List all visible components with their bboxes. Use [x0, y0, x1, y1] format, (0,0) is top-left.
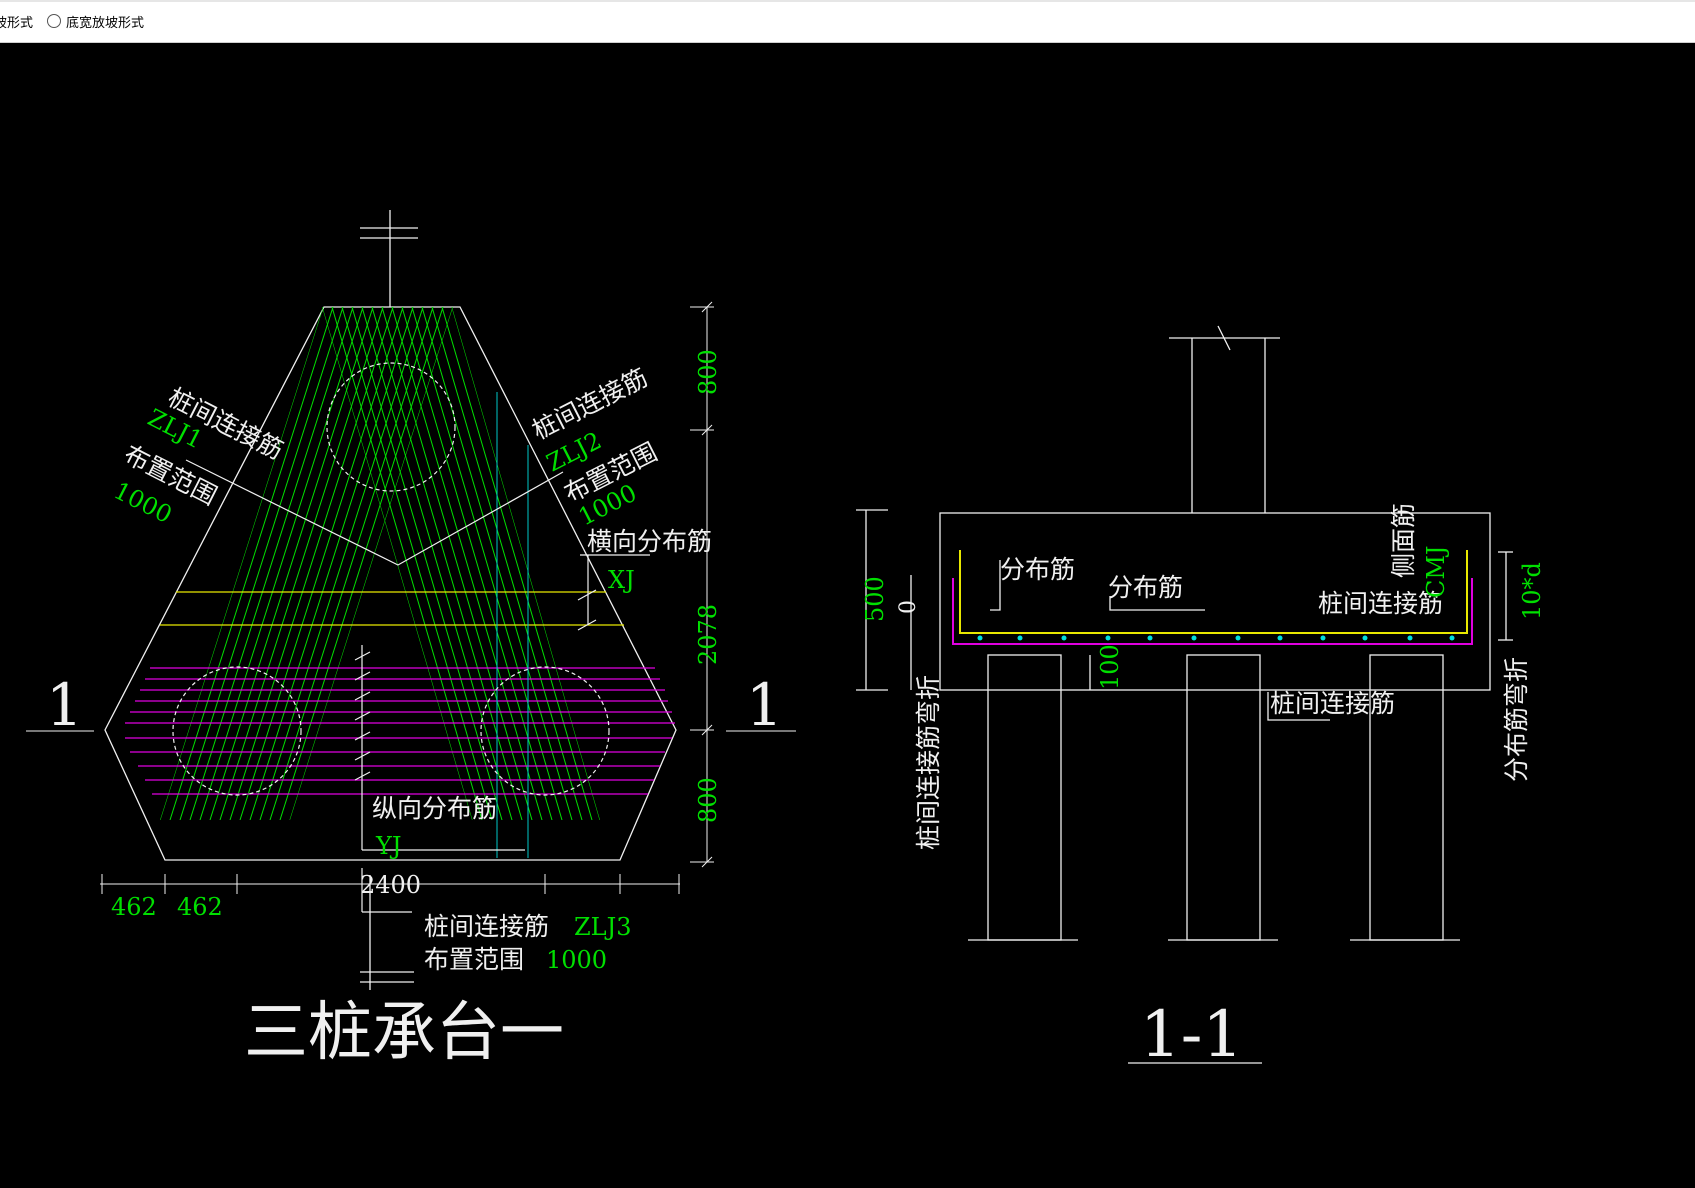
pile-top [326, 362, 456, 492]
piles-plan [172, 362, 610, 796]
xj-bars [160, 591, 624, 626]
dist-bar-label-2: 分布筋 [1108, 573, 1183, 602]
dim-middle: 2078 [694, 604, 722, 665]
pile-left [172, 666, 302, 796]
yj-code: YJ [375, 832, 401, 860]
zlj2-strip [160, 307, 453, 820]
bottom-width-slope-option[interactable]: 底宽放坡形式 [47, 11, 144, 31]
section-cap-outline [939, 512, 1491, 691]
section-bars [952, 550, 1473, 645]
section-pile-left [987, 654, 1062, 941]
option-toolbar: 坡形式 底宽放坡形式 [0, 0, 1695, 43]
dim-top: 800 [694, 349, 722, 395]
xj-code: XJ [608, 566, 635, 594]
cad-drawing: 1 1 桩间连接筋 ZLJ1 布置范围 1000 桩间连接筋 ZLJ2 布置范围… [26, 210, 1546, 1072]
cad-drawing-canvas[interactable]: 1 1 桩间连接筋 ZLJ1 布置范围 1000 桩间连接筋 ZLJ2 布置范围… [0, 43, 1695, 1188]
zlj3-range-label: 布置范围 [424, 945, 524, 974]
section-pile-middle [1186, 654, 1261, 941]
dim-zero: 0 [896, 600, 921, 614]
plan-dimensions [26, 301, 796, 894]
dim-bottom: 800 [694, 777, 722, 823]
dim-left2: 462 [177, 893, 223, 921]
dist-bar-label-1: 分布筋 [1000, 555, 1075, 584]
dim-width: 2400 [360, 871, 421, 899]
side-bar-code: CMJ [1422, 545, 1450, 598]
yj-name: 纵向分布筋 [372, 794, 497, 823]
slope-form-label: 坡形式 [0, 15, 34, 31]
slope-form-option[interactable]: 坡形式 [0, 11, 33, 31]
pile-right [480, 666, 610, 796]
section-bar-dots [977, 635, 1455, 641]
zlj3-code: ZLJ3 [574, 913, 632, 941]
section-mark-right: 1 [746, 671, 783, 739]
side-bar-label: 侧面筋 [1389, 503, 1418, 578]
magenta-bars [125, 667, 675, 795]
cyan-guides [496, 392, 529, 858]
pile-bar-bottom-label: 桩间连接筋 [1270, 689, 1395, 718]
plan-labels: 1 1 桩间连接筋 ZLJ1 布置范围 1000 桩间连接筋 ZLJ2 布置范围… [46, 349, 783, 1070]
cap-outline [104, 306, 677, 861]
section-view [856, 325, 1513, 1064]
dist-bar-bend-label: 分布筋弯折 [1502, 657, 1531, 782]
section-title: 1-1 [1140, 998, 1243, 1072]
xj-name: 横向分布筋 [587, 527, 712, 556]
cap-plan [104, 210, 677, 990]
section-labels: 分布筋 分布筋 桩间连接筋 桩间连接筋 侧面筋 CMJ 桩间连接筋弯折 分布筋弯… [861, 503, 1546, 1072]
bottom-width-slope-label: 底宽放坡形式 [66, 15, 145, 31]
zlj-leaders [185, 459, 650, 913]
dim-left1: 462 [111, 893, 157, 921]
radio-icon[interactable] [47, 14, 61, 28]
section-mark-left: 1 [46, 671, 83, 739]
dim-bend: 10*d [1518, 562, 1546, 620]
dim-height: 500 [861, 576, 889, 622]
zlj3-range-value: 1000 [546, 946, 607, 974]
dim-cover: 100 [1096, 644, 1124, 690]
pile-bar-right-label: 桩间连接筋 [1318, 589, 1443, 618]
zlj1-strip [322, 307, 600, 820]
plan-title: 三桩承台一 [244, 996, 564, 1070]
pile-bar-bend-label: 桩间连接筋弯折 [914, 675, 943, 850]
zlj3-name: 桩间连接筋 [424, 912, 549, 941]
